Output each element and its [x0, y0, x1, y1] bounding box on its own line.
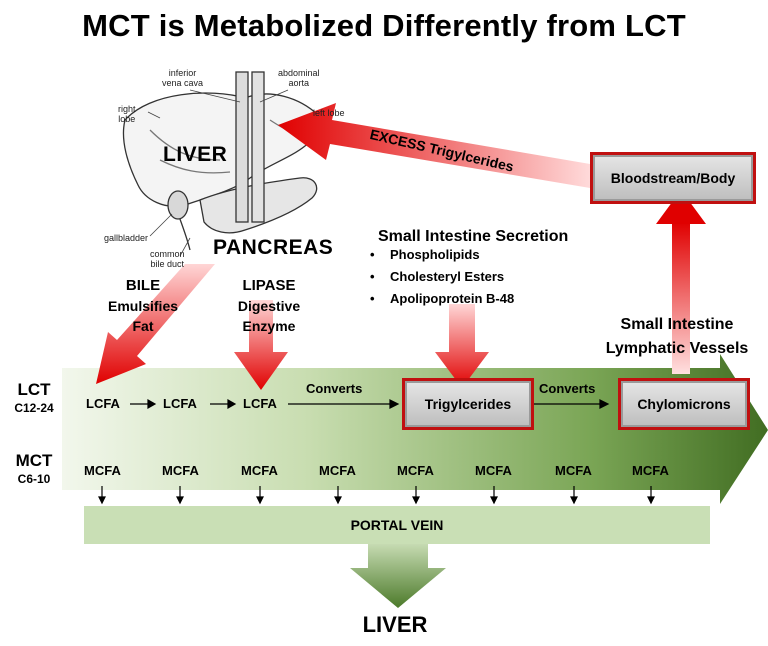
secretion-item: Apolipoprotein B-48	[368, 288, 514, 310]
label-liver-organ: LIVER	[163, 143, 228, 166]
bile-line1: Emulsifies	[107, 298, 179, 314]
mcfa-item: MCFA	[84, 463, 121, 478]
label-common-bile-duct: common bile duct	[150, 249, 185, 269]
converts-label-1: Converts	[306, 381, 363, 396]
lipase-block: LIPASE Digestive Enzyme	[226, 276, 312, 336]
secretion-item: Phospholipids	[368, 244, 514, 266]
mcfa-item: MCFA	[162, 463, 199, 478]
bile-block: BILE Emulsifies Fat	[100, 276, 186, 336]
label-left-lobe: left lobe	[313, 108, 345, 118]
page-title: MCT is Metabolized Differently from LCT	[82, 8, 686, 43]
mcfa-item: MCFA	[632, 463, 669, 478]
chylomicrons-box: Chylomicrons	[618, 378, 750, 430]
lymphatic-label: Small Intestine Lymphatic Vessels	[596, 313, 758, 361]
mcfa-item: MCFA	[475, 463, 512, 478]
secretion-arrow	[435, 304, 489, 388]
bile-arrow	[96, 264, 215, 384]
label-abdominal-aorta: abdominal aorta	[278, 68, 320, 88]
bile-line2: Fat	[132, 318, 154, 334]
secretion-title: Small Intestine Secretion	[378, 228, 569, 245]
lcfa-item: LCFA	[243, 396, 277, 411]
triglycerides-box: Trigylcerides	[402, 378, 534, 430]
lymphatic-up-arrow	[672, 222, 690, 374]
label-right-lobe: right lobe	[118, 104, 136, 124]
lipase-line1: Digestive	[237, 298, 301, 314]
lymphatic-up-arrowhead	[656, 190, 706, 224]
label-gallbladder: gallbladder	[104, 233, 149, 243]
secretion-list: Phospholipids Cholesteryl Esters Apolipo…	[368, 244, 514, 310]
mcfa-item: MCFA	[319, 463, 356, 478]
mct-sub: C6-10	[17, 472, 51, 486]
lipase-title: LIPASE	[242, 277, 296, 294]
liver-illustration	[122, 71, 322, 251]
mcfa-item: MCFA	[241, 463, 278, 478]
lipase-arrow	[234, 300, 288, 390]
lymphatic-line2: Lymphatic Vessels	[605, 340, 749, 357]
bloodstream-box: Bloodstream/Body	[590, 152, 756, 204]
secretion-item: Cholesteryl Esters	[368, 266, 514, 288]
bile-title: BILE	[125, 277, 161, 294]
mct-label: MCT	[15, 451, 53, 470]
lct-label: LCT	[17, 380, 51, 399]
lcfa-item: LCFA	[163, 396, 197, 411]
excess-arrow	[278, 103, 590, 188]
lymphatic-line1: Small Intestine	[620, 316, 734, 333]
liver-destination-label: LIVER	[362, 612, 428, 637]
label-inferior-vena-cava: inferior vena cava	[162, 68, 204, 88]
mcfa-item: MCFA	[555, 463, 592, 478]
label-pancreas-organ: PANCREAS	[213, 236, 334, 259]
lcfa-item: LCFA	[86, 396, 120, 411]
mct-label-block: MCT C6-10	[6, 452, 62, 488]
lct-label-block: LCT C12-24	[6, 381, 62, 417]
lct-sub: C12-24	[14, 401, 54, 415]
lipase-line2: Enzyme	[242, 318, 296, 334]
converts-label-2: Converts	[539, 381, 596, 396]
portal-down-arrow	[350, 544, 446, 608]
portal-vein-bar: PORTAL VEIN	[84, 506, 710, 544]
mcfa-item: MCFA	[397, 463, 434, 478]
